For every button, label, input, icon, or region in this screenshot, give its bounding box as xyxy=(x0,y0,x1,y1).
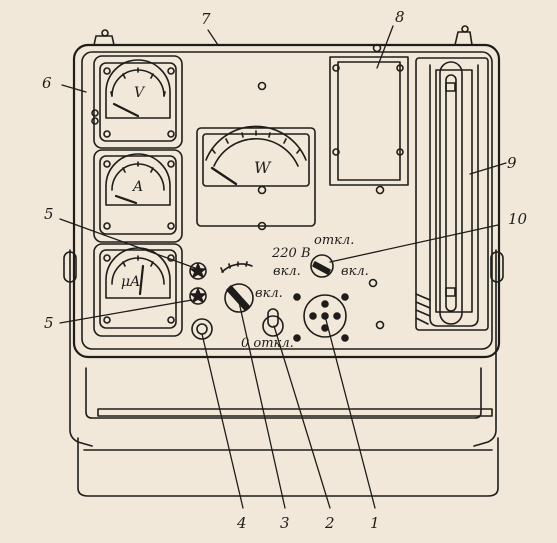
connector-1 xyxy=(293,278,378,342)
voltmeter-label: V xyxy=(134,85,145,101)
screw xyxy=(91,117,99,125)
callout-2: 2 xyxy=(325,514,335,532)
front-panel xyxy=(72,25,501,359)
toggle-2 xyxy=(262,308,284,337)
off-label-top: откл. xyxy=(314,233,355,248)
knob-3 xyxy=(220,261,254,313)
ammeter-label: A xyxy=(133,179,144,195)
callout-6: 6 xyxy=(42,74,52,92)
screw xyxy=(257,81,267,91)
stand-frame xyxy=(63,249,504,497)
wattmeter-label: W xyxy=(254,158,271,177)
screw xyxy=(372,43,382,53)
screw xyxy=(257,185,267,195)
leader-lines xyxy=(59,25,507,509)
screw xyxy=(375,185,385,195)
callout-5-lower: 5 xyxy=(44,314,54,332)
voltmeter xyxy=(93,55,183,149)
callout-7: 7 xyxy=(201,10,211,28)
callout-1: 1 xyxy=(370,514,380,532)
screw xyxy=(375,320,385,330)
callout-5-upper: 5 xyxy=(44,205,54,223)
screw xyxy=(91,109,99,117)
on-label-right: вкл. xyxy=(341,264,369,279)
callout-10: 10 xyxy=(508,210,528,228)
callout-9: 9 xyxy=(507,154,517,172)
jack-5-lower xyxy=(189,287,207,305)
ammeter xyxy=(93,149,183,243)
off-label-bottom: 0 откл. xyxy=(241,336,294,351)
on-label-left: вкл. xyxy=(273,264,301,279)
mains-switch-10 xyxy=(310,254,334,278)
callout-4: 4 xyxy=(237,514,247,532)
voltage-label: 220 B xyxy=(272,246,311,261)
callout-3: 3 xyxy=(280,514,290,532)
jack-5-upper xyxy=(189,262,207,280)
callout-8: 8 xyxy=(395,8,405,26)
wattmeter xyxy=(196,125,316,227)
plate-8 xyxy=(329,56,409,186)
on-label-mid: вкл. xyxy=(255,286,283,301)
lamp-9 xyxy=(415,57,489,331)
microammeter-label: μA xyxy=(121,274,141,290)
